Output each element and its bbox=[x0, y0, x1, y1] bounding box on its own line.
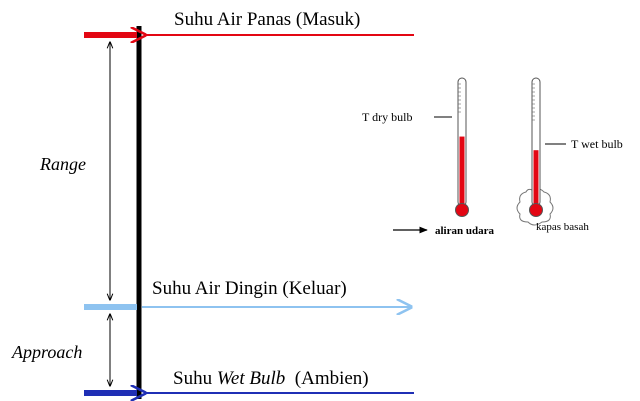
wet-bulb-mercury bbox=[533, 150, 539, 208]
wet-cotton-label: kapas basah bbox=[536, 221, 589, 233]
dry-bulb-scale-ticks bbox=[458, 83, 461, 113]
wet-bulb-scale-ticks bbox=[532, 83, 535, 121]
wet-bulb-thermometer-label: T wet bulb bbox=[571, 137, 623, 151]
wet-bulb-label-italic: Wet Bulb bbox=[217, 368, 285, 389]
airflow-label: aliran udara bbox=[435, 225, 494, 237]
dry-bulb-bulb bbox=[455, 203, 469, 217]
wet-bulb-thermometer bbox=[516, 77, 554, 226]
approach-label: Approach bbox=[11, 342, 82, 362]
dry-bulb-thermometer bbox=[455, 77, 469, 217]
hot-water-label: Suhu Air Panas (Masuk) bbox=[174, 9, 360, 30]
range-label: Range bbox=[39, 154, 86, 174]
cold-water-label: Suhu Air Dingin (Keluar) bbox=[152, 278, 347, 299]
dry-bulb-mercury bbox=[459, 136, 465, 208]
dry-bulb-label: T dry bulb bbox=[362, 110, 412, 124]
wet-bulb-label: Suhu Wet Bulb (Ambien) bbox=[173, 368, 369, 389]
wet-bulb-bulb bbox=[529, 203, 543, 217]
wet-bulb-label-suffix: (Ambien) bbox=[285, 368, 368, 389]
wet-bulb-label-prefix: Suhu bbox=[173, 368, 217, 389]
